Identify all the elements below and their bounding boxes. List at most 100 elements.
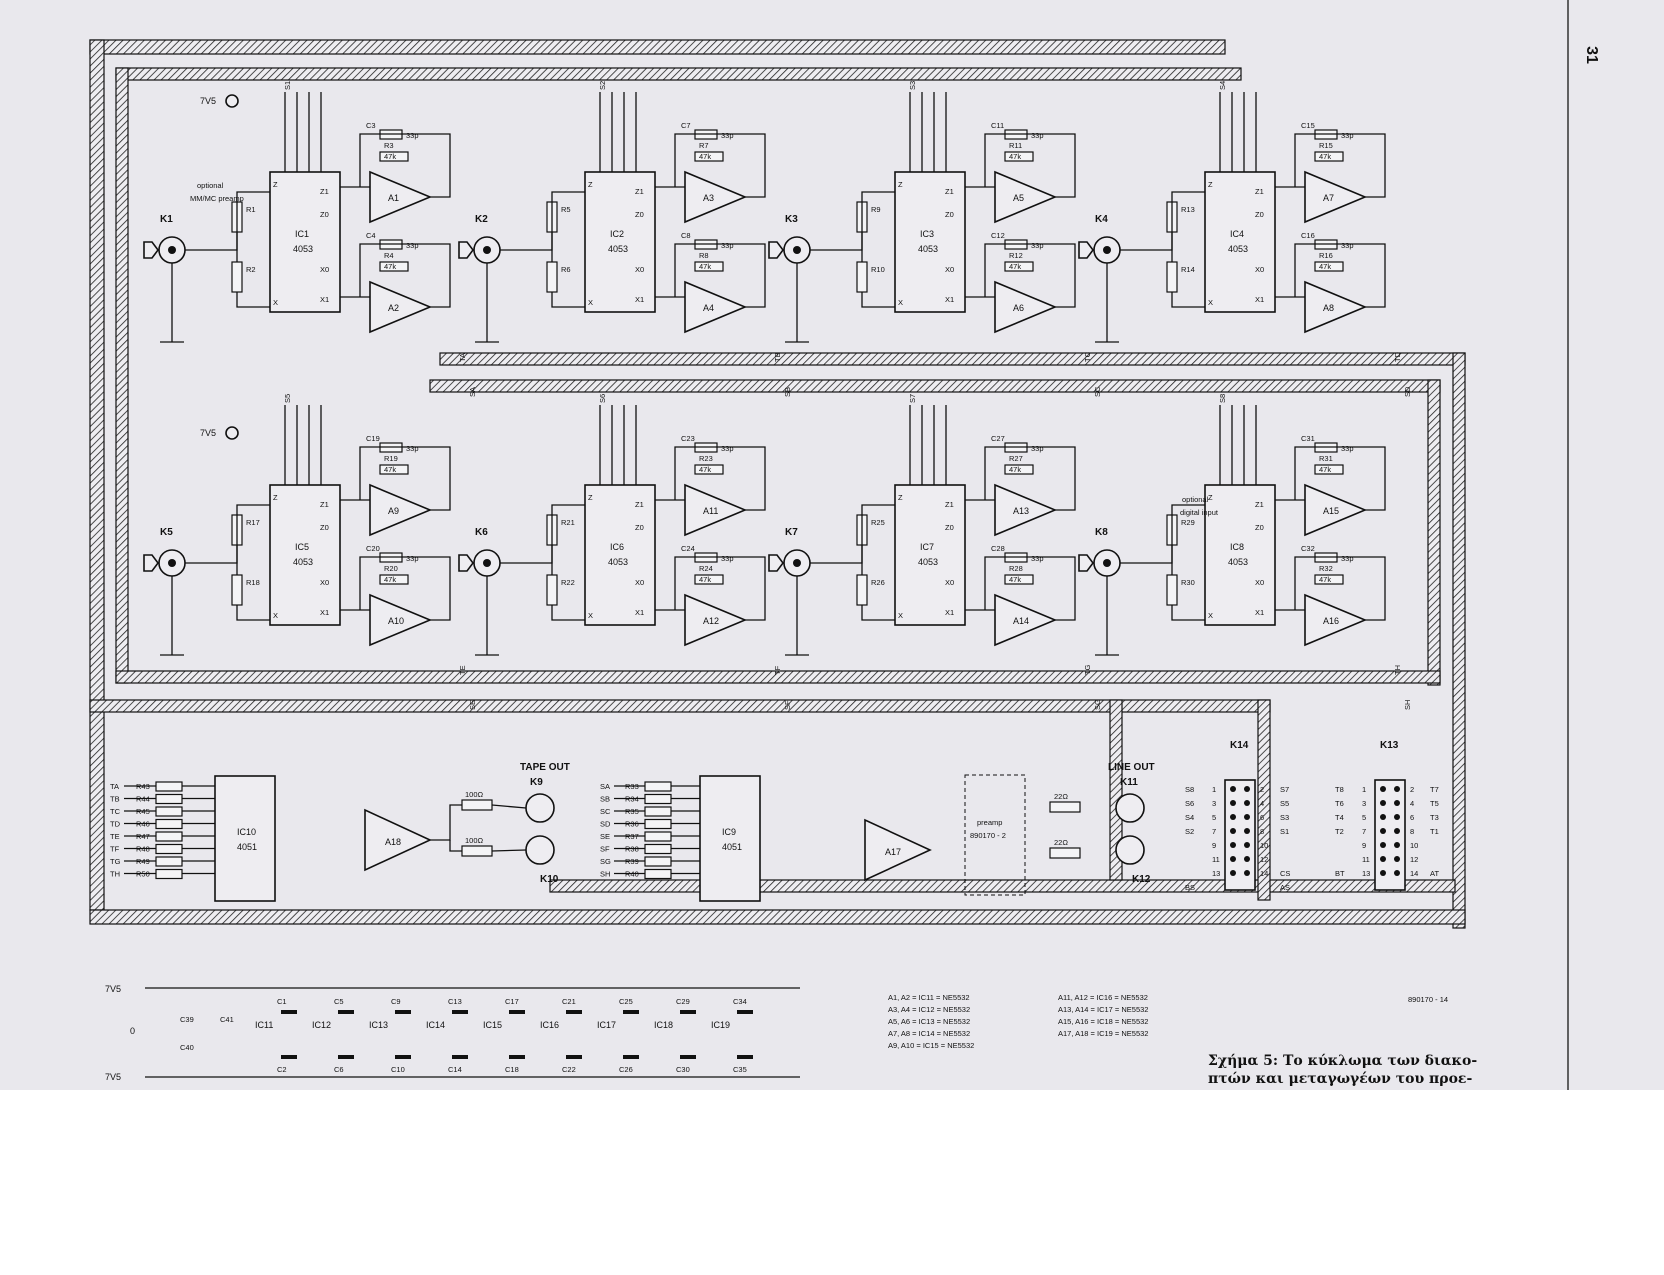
capacitor-label: C34 <box>733 997 747 1006</box>
op-amp-label: A12 <box>703 616 719 626</box>
capacitor-value: 33p <box>721 131 734 140</box>
bus-tag: TD <box>1393 351 1402 362</box>
resistor <box>461 799 493 811</box>
wire <box>984 446 1076 511</box>
bus-tag: TE <box>458 665 467 675</box>
ic-part: 4053 <box>608 244 628 254</box>
resistor <box>1166 574 1178 606</box>
op-amp <box>684 593 748 647</box>
pin-label: Z1 <box>635 187 644 196</box>
input-tag: SD <box>600 820 611 829</box>
signal-tag: T5 <box>1430 799 1439 808</box>
wire <box>1171 292 1205 308</box>
capacitor-label: C12 <box>991 231 1005 240</box>
ic-part: 4053 <box>918 244 938 254</box>
input-tag: TG <box>110 857 121 866</box>
connector-label: K3 <box>785 214 798 225</box>
resistor-value: 47k <box>1319 262 1331 271</box>
input-tag: SB <box>600 795 610 804</box>
pin-label: X <box>898 298 903 307</box>
pin-number: 2 <box>1410 785 1414 794</box>
connector-label: K13 <box>1380 740 1399 751</box>
resistor-value: 47k <box>1319 152 1331 161</box>
capacitor-label: C9 <box>391 997 401 1006</box>
capacitor-value: 33p <box>1341 241 1354 250</box>
header-pin <box>1244 800 1250 806</box>
connector-label: K1 <box>160 214 173 225</box>
wire <box>551 292 585 308</box>
resistor <box>644 868 672 880</box>
resistor <box>461 845 493 857</box>
resistor-value: 47k <box>699 262 711 271</box>
ic-label: IC3 <box>920 229 934 239</box>
pin-label: Z <box>898 180 903 189</box>
pin-label: X1 <box>1255 608 1264 617</box>
supply-terminal <box>225 94 239 108</box>
capacitor-label: C32 <box>1301 544 1315 553</box>
resistor-label: R19 <box>384 454 398 463</box>
header-pin <box>1380 856 1386 862</box>
resistor <box>1049 847 1081 859</box>
signal-tag: AT <box>1430 869 1439 878</box>
feedback-resistor <box>1004 261 1034 272</box>
pin-label: Z1 <box>1255 187 1264 196</box>
input-tag: TB <box>110 795 120 804</box>
pin-label: Z0 <box>320 523 329 532</box>
resistor-label: R27 <box>1009 454 1023 463</box>
ic-label: IC14 <box>426 1020 445 1030</box>
signal-tag: T6 <box>1335 799 1344 808</box>
signal-tag: T1 <box>1430 827 1439 836</box>
resistor-value: 47k <box>384 152 396 161</box>
mux-ic <box>1204 171 1276 313</box>
resistor-value: 22Ω <box>1054 838 1068 847</box>
feedback-resistor <box>1314 151 1344 162</box>
op-amp <box>364 808 432 872</box>
pin-number: 1 <box>1362 785 1366 794</box>
legend-entry: A17, A18 = IC19 = NE5532 <box>1058 1029 1148 1038</box>
resistor-value: 47k <box>1009 575 1021 584</box>
ic-label: IC4 <box>1230 229 1244 239</box>
capacitor-plate <box>737 1010 753 1014</box>
wire <box>674 556 766 621</box>
switch-bank-8: K8R29R30IC84053ZZ1Z0X0X1XC3133pR3147kA15… <box>1078 394 1412 710</box>
pin-label: X0 <box>1255 265 1264 274</box>
op-amp-label: A9 <box>388 506 399 516</box>
header-body <box>1374 779 1406 891</box>
connector-label: K7 <box>785 527 798 538</box>
wire <box>359 243 451 308</box>
resistor-label: R2 <box>246 265 256 274</box>
capacitor-plate <box>566 1010 582 1014</box>
output-jack <box>525 835 555 865</box>
header-pin <box>1244 828 1250 834</box>
jack-pin <box>483 246 491 254</box>
header-pin <box>1380 828 1386 834</box>
capacitor-label: C29 <box>676 997 690 1006</box>
pin-number: 5 <box>1362 813 1366 822</box>
capacitor-plate <box>452 1010 468 1014</box>
capacitor-plate <box>623 1055 639 1059</box>
wire <box>984 243 1076 308</box>
connector-label: K10 <box>540 874 559 885</box>
capacitor-label: C7 <box>681 121 691 130</box>
bus-tag: TH <box>1393 665 1402 675</box>
signal-tag: T7 <box>1430 785 1439 794</box>
ic-part: 4053 <box>1228 244 1248 254</box>
output-jack <box>525 793 555 823</box>
pin-number: 11 <box>1212 855 1220 864</box>
pin-number: 6 <box>1260 813 1264 822</box>
capacitor-label: C20 <box>366 544 380 553</box>
wire <box>1120 191 1205 251</box>
bus-tag: TF <box>773 665 782 675</box>
op-amp <box>369 483 433 537</box>
feedback-resistor <box>1314 464 1344 475</box>
header-pin <box>1244 814 1250 820</box>
signal-tag: S8 <box>1185 785 1194 794</box>
header-pin <box>1394 814 1400 820</box>
output-jack <box>1115 793 1145 823</box>
jack-pin <box>1103 246 1111 254</box>
resistor <box>856 261 868 293</box>
capacitor-label: C41 <box>220 1015 234 1024</box>
resistor <box>644 843 672 855</box>
ic-label: IC7 <box>920 542 934 552</box>
